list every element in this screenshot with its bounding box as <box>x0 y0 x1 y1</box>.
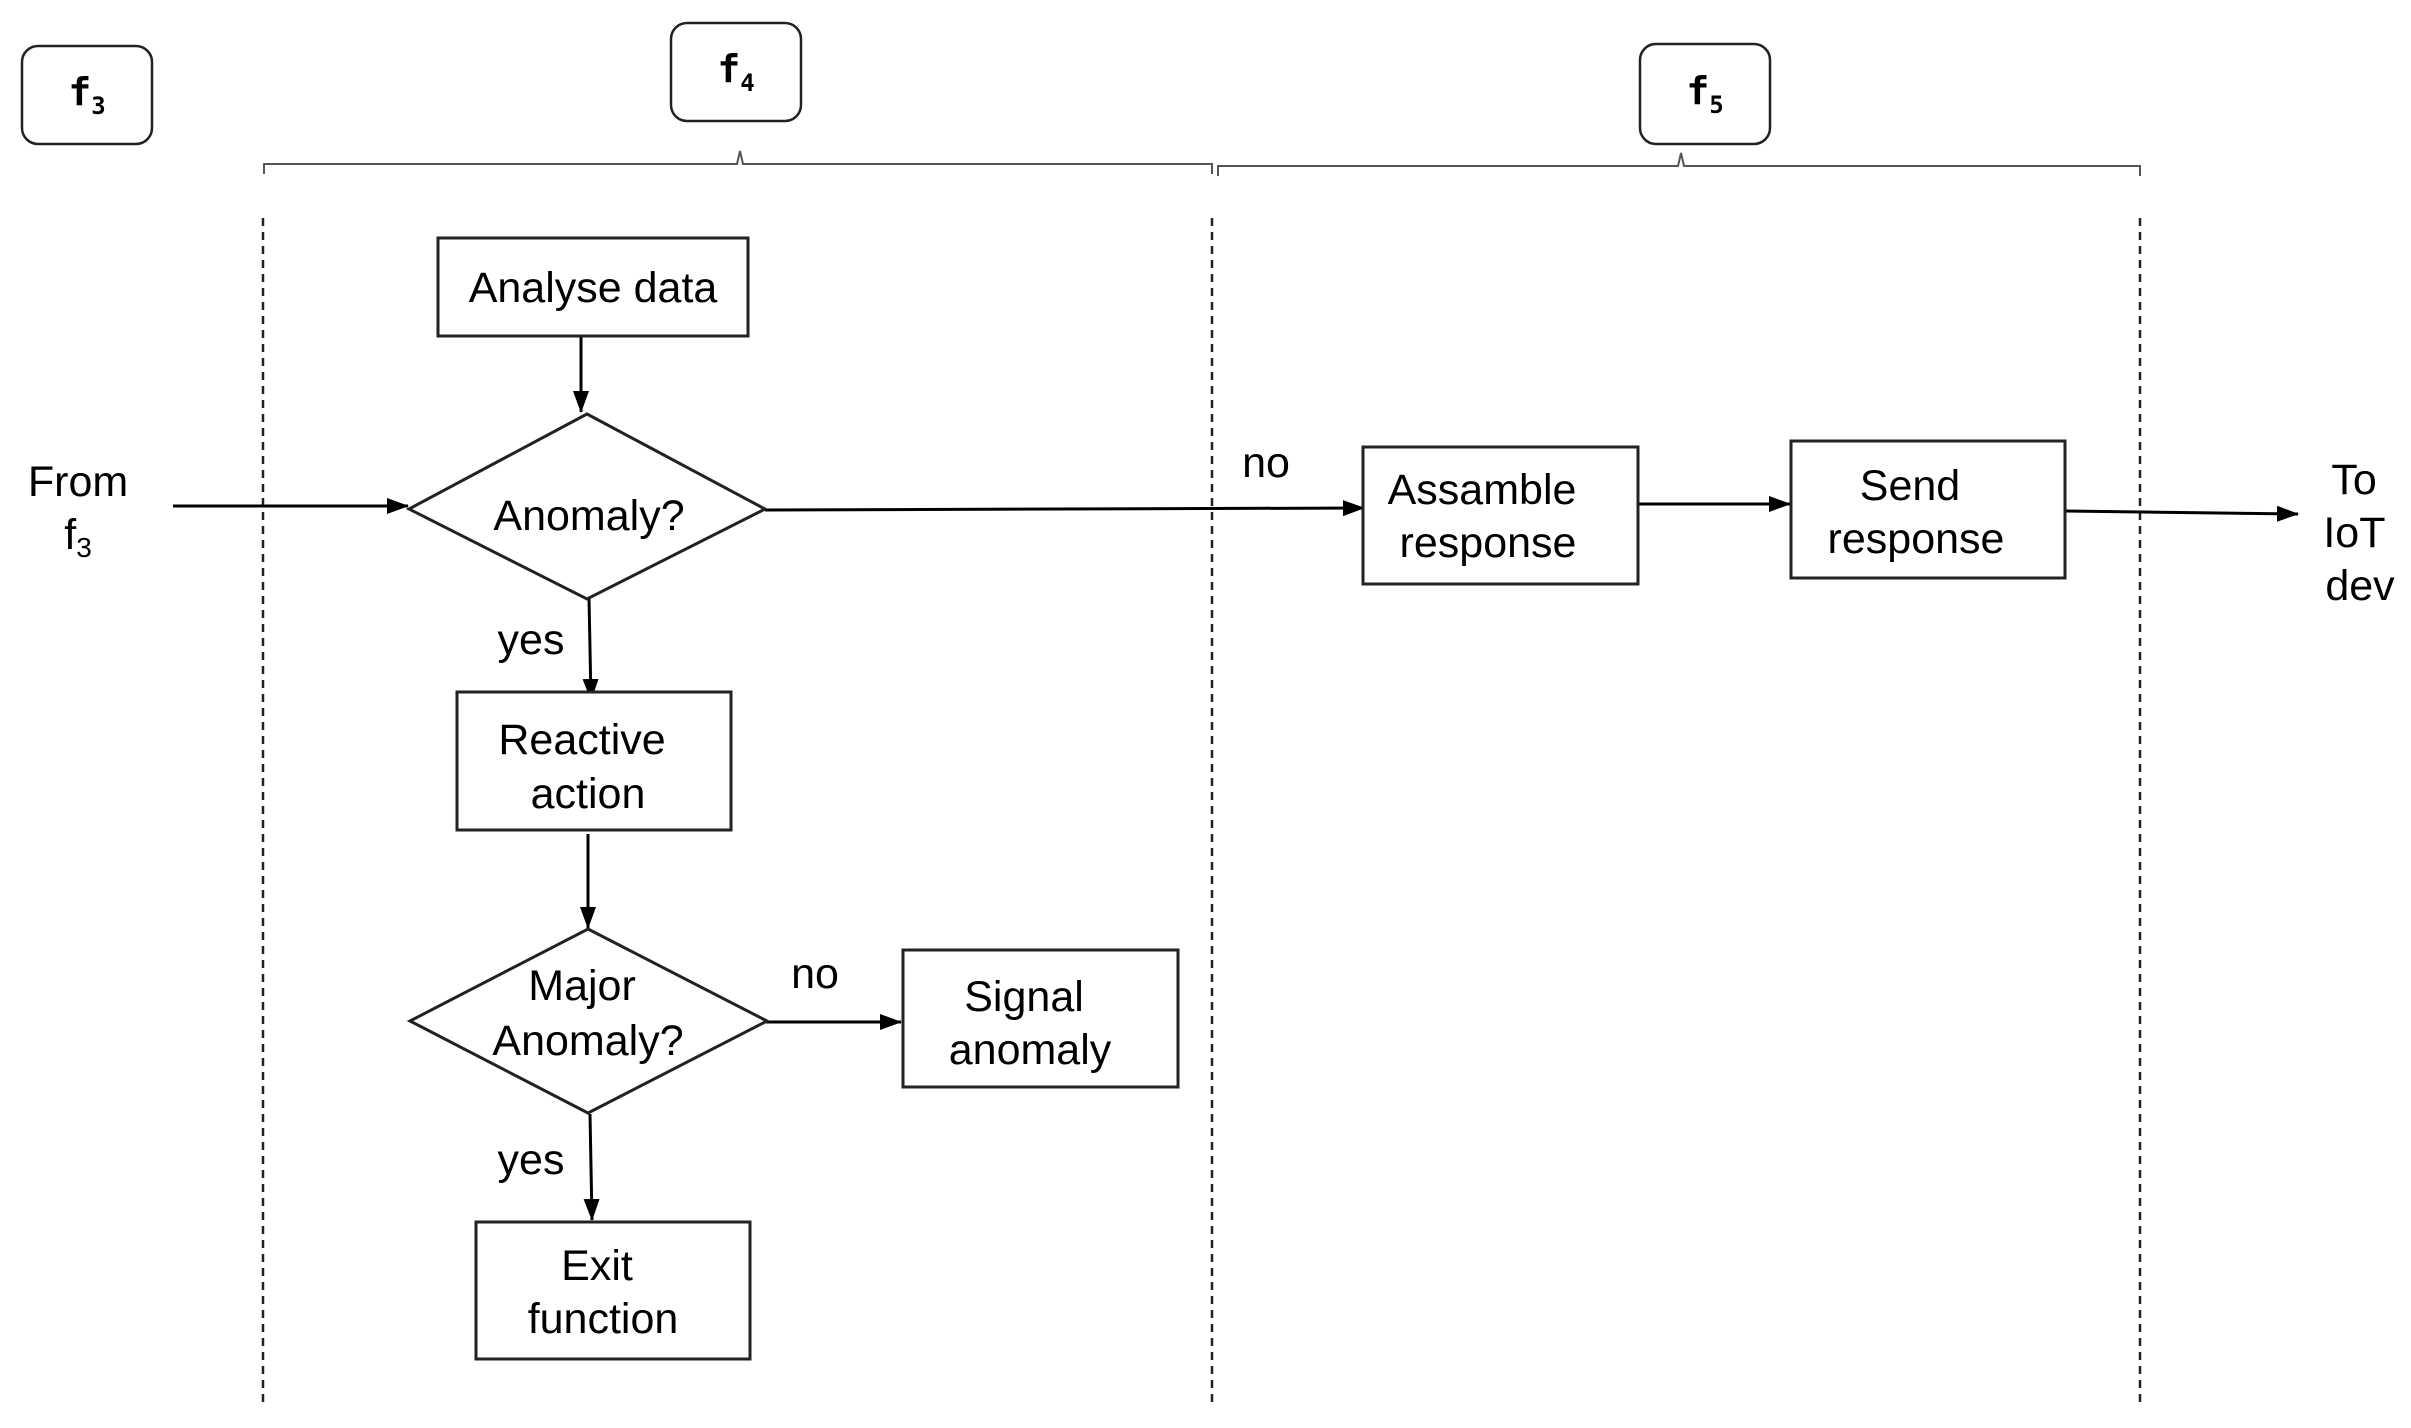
node-major-anomaly-decision: Major Anomaly? <box>406 927 771 1115</box>
edge-label-anomaly-no: no <box>1242 439 1290 487</box>
node-exit-function: Exit function <box>474 1220 752 1361</box>
lane-tag-f4: f4 <box>669 21 803 123</box>
lane-tag-f3: f3 <box>20 44 154 146</box>
edge-label-major-no: no <box>791 950 839 998</box>
svg-text:Send response: Send response <box>1828 462 2005 563</box>
edge-label-major-yes: yes <box>498 1136 565 1184</box>
input-label: From f3 <box>28 458 140 563</box>
edge-major-yes-to-exit <box>583 1113 600 1221</box>
node-assemble-response: Assamble response <box>1361 445 1640 586</box>
edge-label-anomaly-yes: yes <box>498 616 565 664</box>
node-analyse-data: Analyse data <box>436 236 750 338</box>
node-reactive-action: Reactive action <box>455 690 733 832</box>
svg-text:Anomaly?: Anomaly? <box>493 492 684 540</box>
svg-text:f4: f4 <box>717 47 754 97</box>
edge-anomaly-yes-to-reactive <box>582 597 599 701</box>
lane-tag-f5: f5 <box>1638 42 1772 146</box>
svg-text:Analyse data: Analyse data <box>469 264 718 312</box>
output-label: To IoT dev <box>2323 456 2396 610</box>
svg-text:Signal anomaly: Signal anomaly <box>949 973 1112 1074</box>
node-anomaly-decision: Anomaly? <box>405 412 769 601</box>
svg-text:f5: f5 <box>1686 69 1723 119</box>
svg-text:Major Anomaly?: Major Anomaly? <box>492 962 683 1065</box>
svg-text:Exit function: Exit function <box>528 1242 679 1343</box>
edge-send-to-output <box>2065 505 2299 522</box>
node-send-response: Send response <box>1789 439 2067 580</box>
svg-text:Assamble response: Assamble response <box>1388 466 1589 567</box>
brace-f5 <box>1217 152 2141 176</box>
svg-text:Reactive action: Reactive action <box>498 716 677 818</box>
node-signal-anomaly: Signal anomaly <box>901 948 1180 1089</box>
edge-anomaly-no-to-assemble <box>764 500 1365 517</box>
svg-text:f3: f3 <box>68 70 105 120</box>
brace-f4 <box>263 150 1213 174</box>
